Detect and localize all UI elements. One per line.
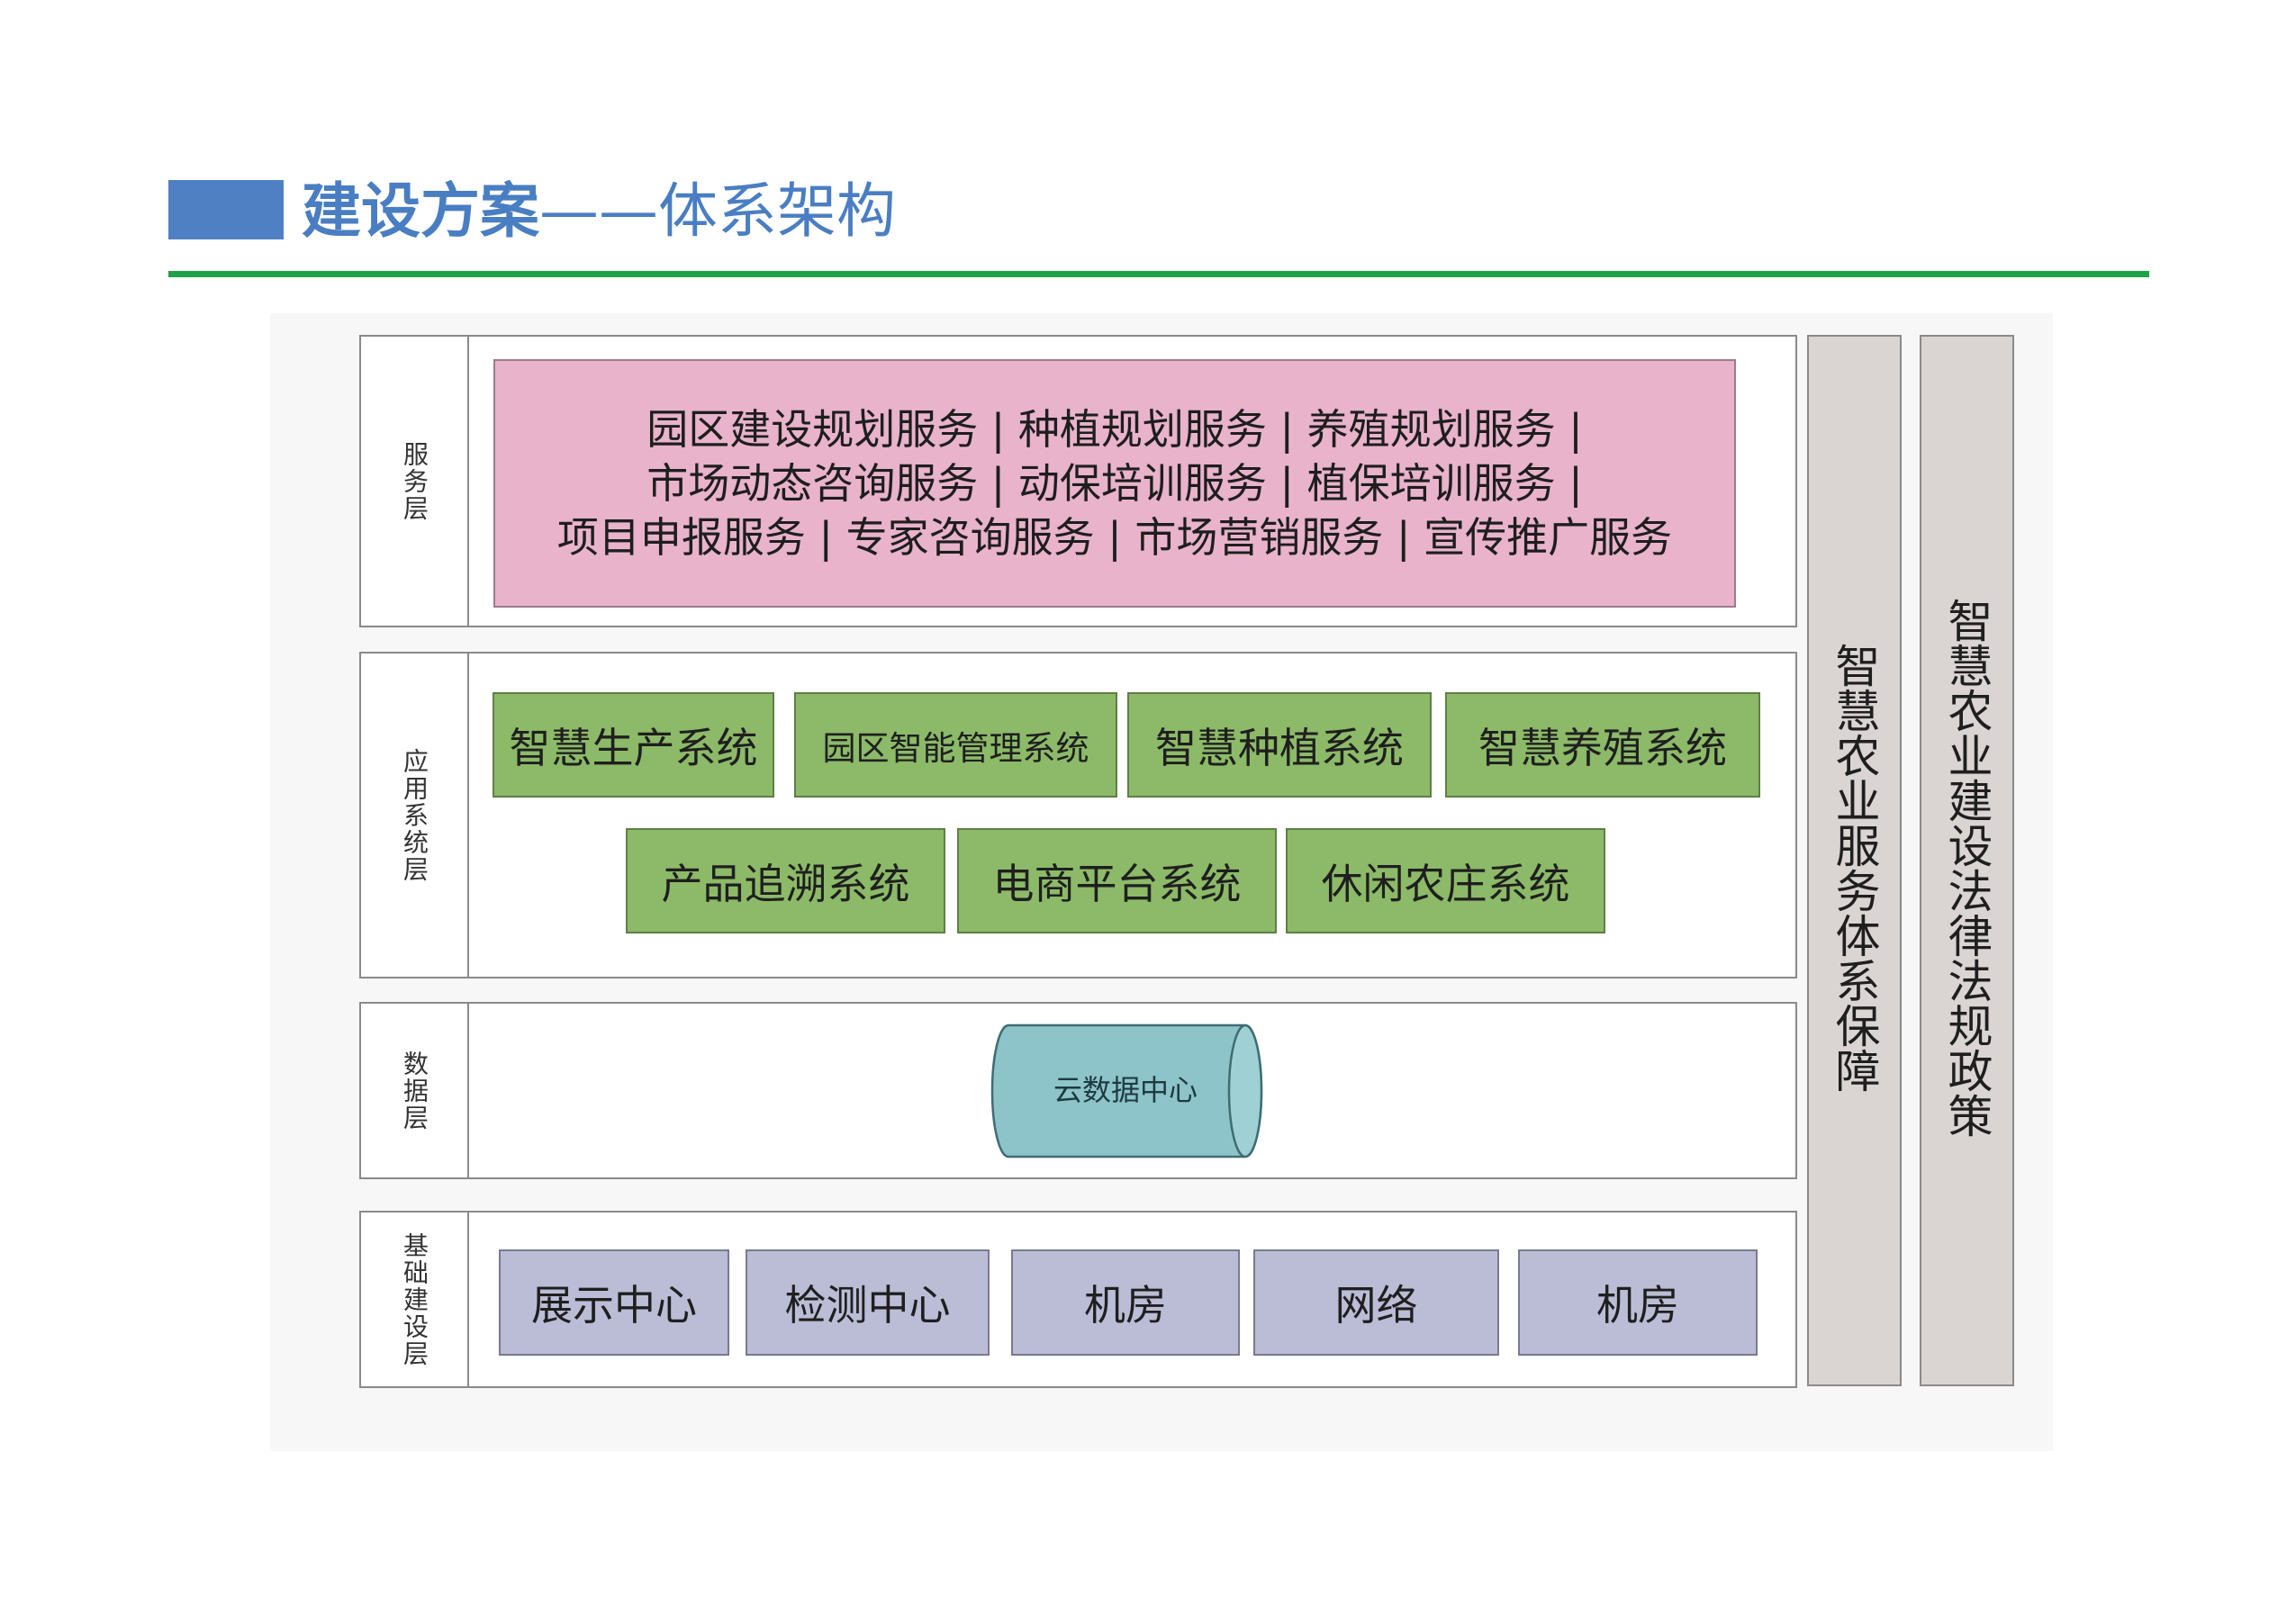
system-box: 电商平台系统 bbox=[957, 828, 1277, 933]
title-sub: ——体系架构 bbox=[539, 176, 896, 246]
layer-label-cell bbox=[361, 1004, 469, 1177]
layer-label-cell bbox=[361, 654, 469, 977]
layer-label-cell bbox=[361, 337, 469, 626]
title-accent-block bbox=[168, 180, 284, 239]
layer-label-cell bbox=[361, 1213, 469, 1386]
side-column-law-policy: 智慧农业建设法律法规政策 bbox=[1920, 335, 2014, 1386]
service-line: 项目申报服务 | 专家咨询服务 | 市场营销服务 | 宣传推广服务 bbox=[556, 513, 1673, 562]
system-box: 产品追溯系统 bbox=[626, 828, 945, 933]
system-box: 休闲农庄系统 bbox=[1286, 828, 1605, 933]
infra-box: 检测中心 bbox=[746, 1249, 990, 1356]
layer-label-infrastructure: 基础建设层 bbox=[400, 1231, 429, 1367]
cloud-data-center-cylinder bbox=[990, 1023, 1263, 1159]
service-line: 市场动态咨询服务 | 动保培训服务 | 植保培训服务 | bbox=[646, 459, 1583, 508]
cloud-data-center-label: 云数据中心 bbox=[1053, 1073, 1198, 1107]
system-box: 智慧种植系统 bbox=[1127, 692, 1432, 798]
infra-box: 展示中心 bbox=[499, 1249, 729, 1356]
infra-box: 机房 bbox=[1518, 1249, 1758, 1356]
layer-label-data: 数据层 bbox=[400, 1050, 429, 1132]
title-divider bbox=[168, 271, 2149, 277]
side-label-service-guarantee: 智慧农业服务体系保障 bbox=[1828, 643, 1881, 1093]
side-label-law-policy: 智慧农业建设法律法规政策 bbox=[1940, 598, 1993, 1138]
service-line: 园区建设规划服务 | 种植规划服务 | 养殖规划服务 | bbox=[646, 405, 1583, 454]
system-box: 智慧生产系统 bbox=[493, 692, 774, 798]
infra-box: 机房 bbox=[1011, 1249, 1240, 1356]
system-box: 智慧养殖系统 bbox=[1445, 692, 1760, 798]
side-column-service-guarantee: 智慧农业服务体系保障 bbox=[1807, 335, 1902, 1386]
layer-label-service: 服务层 bbox=[400, 440, 429, 522]
layer-label-application: 应用系统层 bbox=[400, 747, 429, 883]
title-main: 建设方案 bbox=[302, 176, 539, 246]
page-title: 建设方案——体系架构 bbox=[302, 176, 896, 248]
infra-box: 网络 bbox=[1253, 1249, 1499, 1356]
system-box: 园区智能管理系统 bbox=[794, 692, 1117, 798]
service-box: 园区建设规划服务 | 种植规划服务 | 养殖规划服务 | 市场动态咨询服务 | … bbox=[493, 359, 1736, 608]
